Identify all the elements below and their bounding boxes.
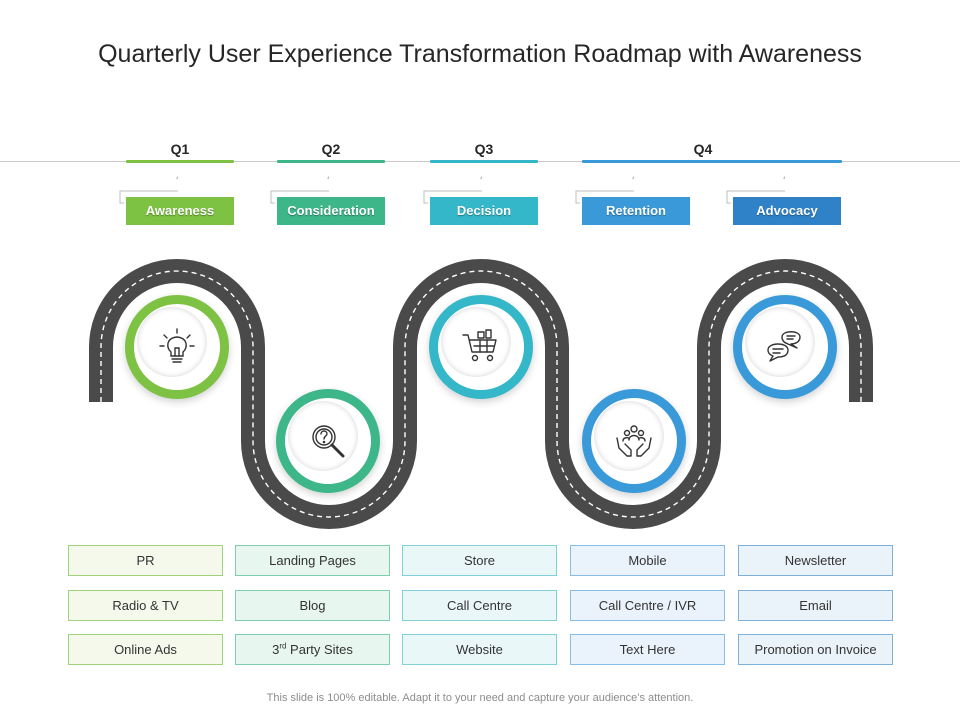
stage-circle-advocacy [733,295,837,399]
stage-retention: Retention [582,197,690,225]
table-cell: Promotion on Invoice [738,634,893,665]
quarter-bar-q4 [582,160,842,163]
stage-label: Awareness [145,203,215,218]
table-cell: Online Ads [68,634,223,665]
table-cell: PR [68,545,223,576]
table-cell: Text Here [570,634,725,665]
connector-arrow-4 [575,175,634,204]
stage-circle-consideration [276,389,380,493]
quarter-label-q1: Q1 [170,141,190,157]
table-cell: Website [402,634,557,665]
circle-inner [441,307,511,377]
stage-label: Consideration [287,203,375,218]
stage-decision: Decision [430,197,538,225]
table-cell-3rd-party: 3rd Party Sites [235,634,390,665]
stage-circle-decision [429,295,533,399]
stage-circle-awareness [125,295,229,399]
connector-arrow-2 [270,175,329,204]
circle-inner [288,401,358,471]
stage-awareness: Awareness [126,197,234,225]
stage-circle-retention [582,389,686,493]
quarter-label-q2: Q2 [321,141,341,157]
circle-inner [594,401,664,471]
quarter-label-q3: Q3 [474,141,494,157]
quarter-bar-q2 [277,160,385,163]
table-cell: Email [738,590,893,621]
connector-arrow-5 [726,175,785,204]
circle-inner [137,307,207,377]
table-cell: Landing Pages [235,545,390,576]
speech-bubbles-icon [767,331,801,362]
table-cell: Blog [235,590,390,621]
table-cell: Call Centre [402,590,557,621]
hands-people-icon [616,425,652,457]
table-cell: Store [402,545,557,576]
table-cell-3rd-party-text: 3rd Party Sites [272,641,353,657]
stage-label: Retention [606,203,666,218]
connector-arrow-1 [119,175,178,204]
connector-arrow-3 [423,175,482,204]
quarter-bar-q3 [430,160,538,163]
stage-label: Advocacy [756,203,818,218]
light-bulb-icon [159,328,195,363]
stage-advocacy: Advocacy [733,197,841,225]
table-cell: Mobile [570,545,725,576]
stage-label: Decision [456,203,512,218]
circle-inner [745,307,815,377]
table-cell: Radio & TV [68,590,223,621]
road-lane-marking [100,270,862,518]
footer-note: This slide is 100% editable. Adapt it to… [266,692,694,704]
shopping-cart-icon [462,329,497,362]
quarter-label-q4: Q4 [693,141,713,157]
page-title: Quarterly User Experience Transformation… [98,40,862,68]
quarter-bar-q1 [126,160,234,163]
stage-consideration: Consideration [277,197,385,225]
magnifier-question-icon [312,425,345,458]
table-cell: Call Centre / IVR [570,590,725,621]
table-cell: Newsletter [738,545,893,576]
